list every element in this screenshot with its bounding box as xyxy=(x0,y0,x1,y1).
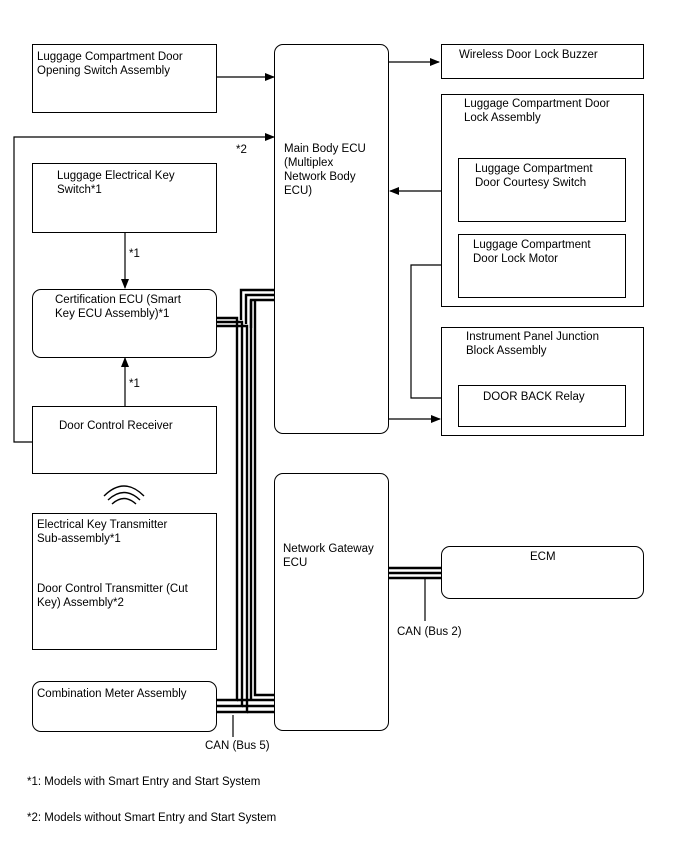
wire-label-star1-top: *1 xyxy=(129,248,140,260)
door-control-receiver-block: Door Control Receiver xyxy=(32,406,217,474)
block-label: ECM xyxy=(530,551,556,563)
main-body-ecu-block: Main Body ECU (Multiplex Network Body EC… xyxy=(274,44,389,434)
block-label: Luggage Electrical Key Switch*1 xyxy=(57,170,175,196)
luggage-door-opening-switch-block: Luggage Compartment Door Opening Switch … xyxy=(32,44,217,113)
network-gateway-ecu-block: Network Gateway ECU xyxy=(274,473,389,731)
block-label: Certification ECU (Smart Key ECU Assembl… xyxy=(55,294,181,320)
footnote-2: *2: Models without Smart Entry and Start… xyxy=(27,812,277,824)
block-label: Luggage Compartment Door Courtesy Switch xyxy=(475,163,593,189)
door-courtesy-switch-block: Luggage Compartment Door Courtesy Switch xyxy=(458,158,626,222)
combination-meter-block: Combination Meter Assembly xyxy=(32,681,217,732)
block-label: Door Control Receiver xyxy=(59,420,173,432)
wire-label-star1-bottom: *1 xyxy=(129,378,140,390)
wire-label-star2: *2 xyxy=(236,144,247,156)
footnote-1: *1: Models with Smart Entry and Start Sy… xyxy=(27,776,261,788)
wire-relay-to-motor xyxy=(410,261,458,399)
block-label: Door Control Transmitter (Cut Key) Assem… xyxy=(37,583,188,609)
ecm-block: ECM xyxy=(441,546,644,599)
door-lock-motor-block: Luggage Compartment Door Lock Motor xyxy=(458,234,626,298)
instrument-panel-junction-block: Instrument Panel Junction Block Assembly xyxy=(441,327,644,436)
block-label: Electrical Key Transmitter Sub-assembly*… xyxy=(37,519,168,545)
wireless-door-lock-buzzer-block: Wireless Door Lock Buzzer xyxy=(441,44,644,79)
transmitter-block: Electrical Key Transmitter Sub-assembly*… xyxy=(32,513,217,650)
wire-label-can-bus2: CAN (Bus 2) xyxy=(397,626,462,638)
block-label: Luggage Compartment Door Opening Switch … xyxy=(37,51,183,77)
luggage-key-switch-block: Luggage Electrical Key Switch*1 xyxy=(32,163,217,233)
wireless-signal-icon xyxy=(103,485,145,505)
can-bus-5 xyxy=(217,288,274,714)
block-label: Combination Meter Assembly xyxy=(37,688,187,700)
block-label: Network Gateway ECU xyxy=(283,543,374,569)
wire-receiver-to-main-ecu xyxy=(13,133,275,443)
block-label: Wireless Door Lock Buzzer xyxy=(459,49,598,61)
certification-ecu-block: Certification ECU (Smart Key ECU Assembl… xyxy=(32,289,217,358)
block-label: Main Body ECU (Multiplex Network Body EC… xyxy=(284,143,366,197)
can-bus-2 xyxy=(389,566,441,580)
block-label: Luggage Compartment Door Lock Motor xyxy=(473,239,591,265)
wire-label-can-bus5: CAN (Bus 5) xyxy=(205,740,270,752)
block-label: Luggage Compartment Door Lock Assembly xyxy=(464,98,610,124)
block-label: Instrument Panel Junction Block Assembly xyxy=(466,331,599,357)
door-back-relay-block: DOOR BACK Relay xyxy=(458,385,626,427)
block-label: DOOR BACK Relay xyxy=(483,391,585,403)
